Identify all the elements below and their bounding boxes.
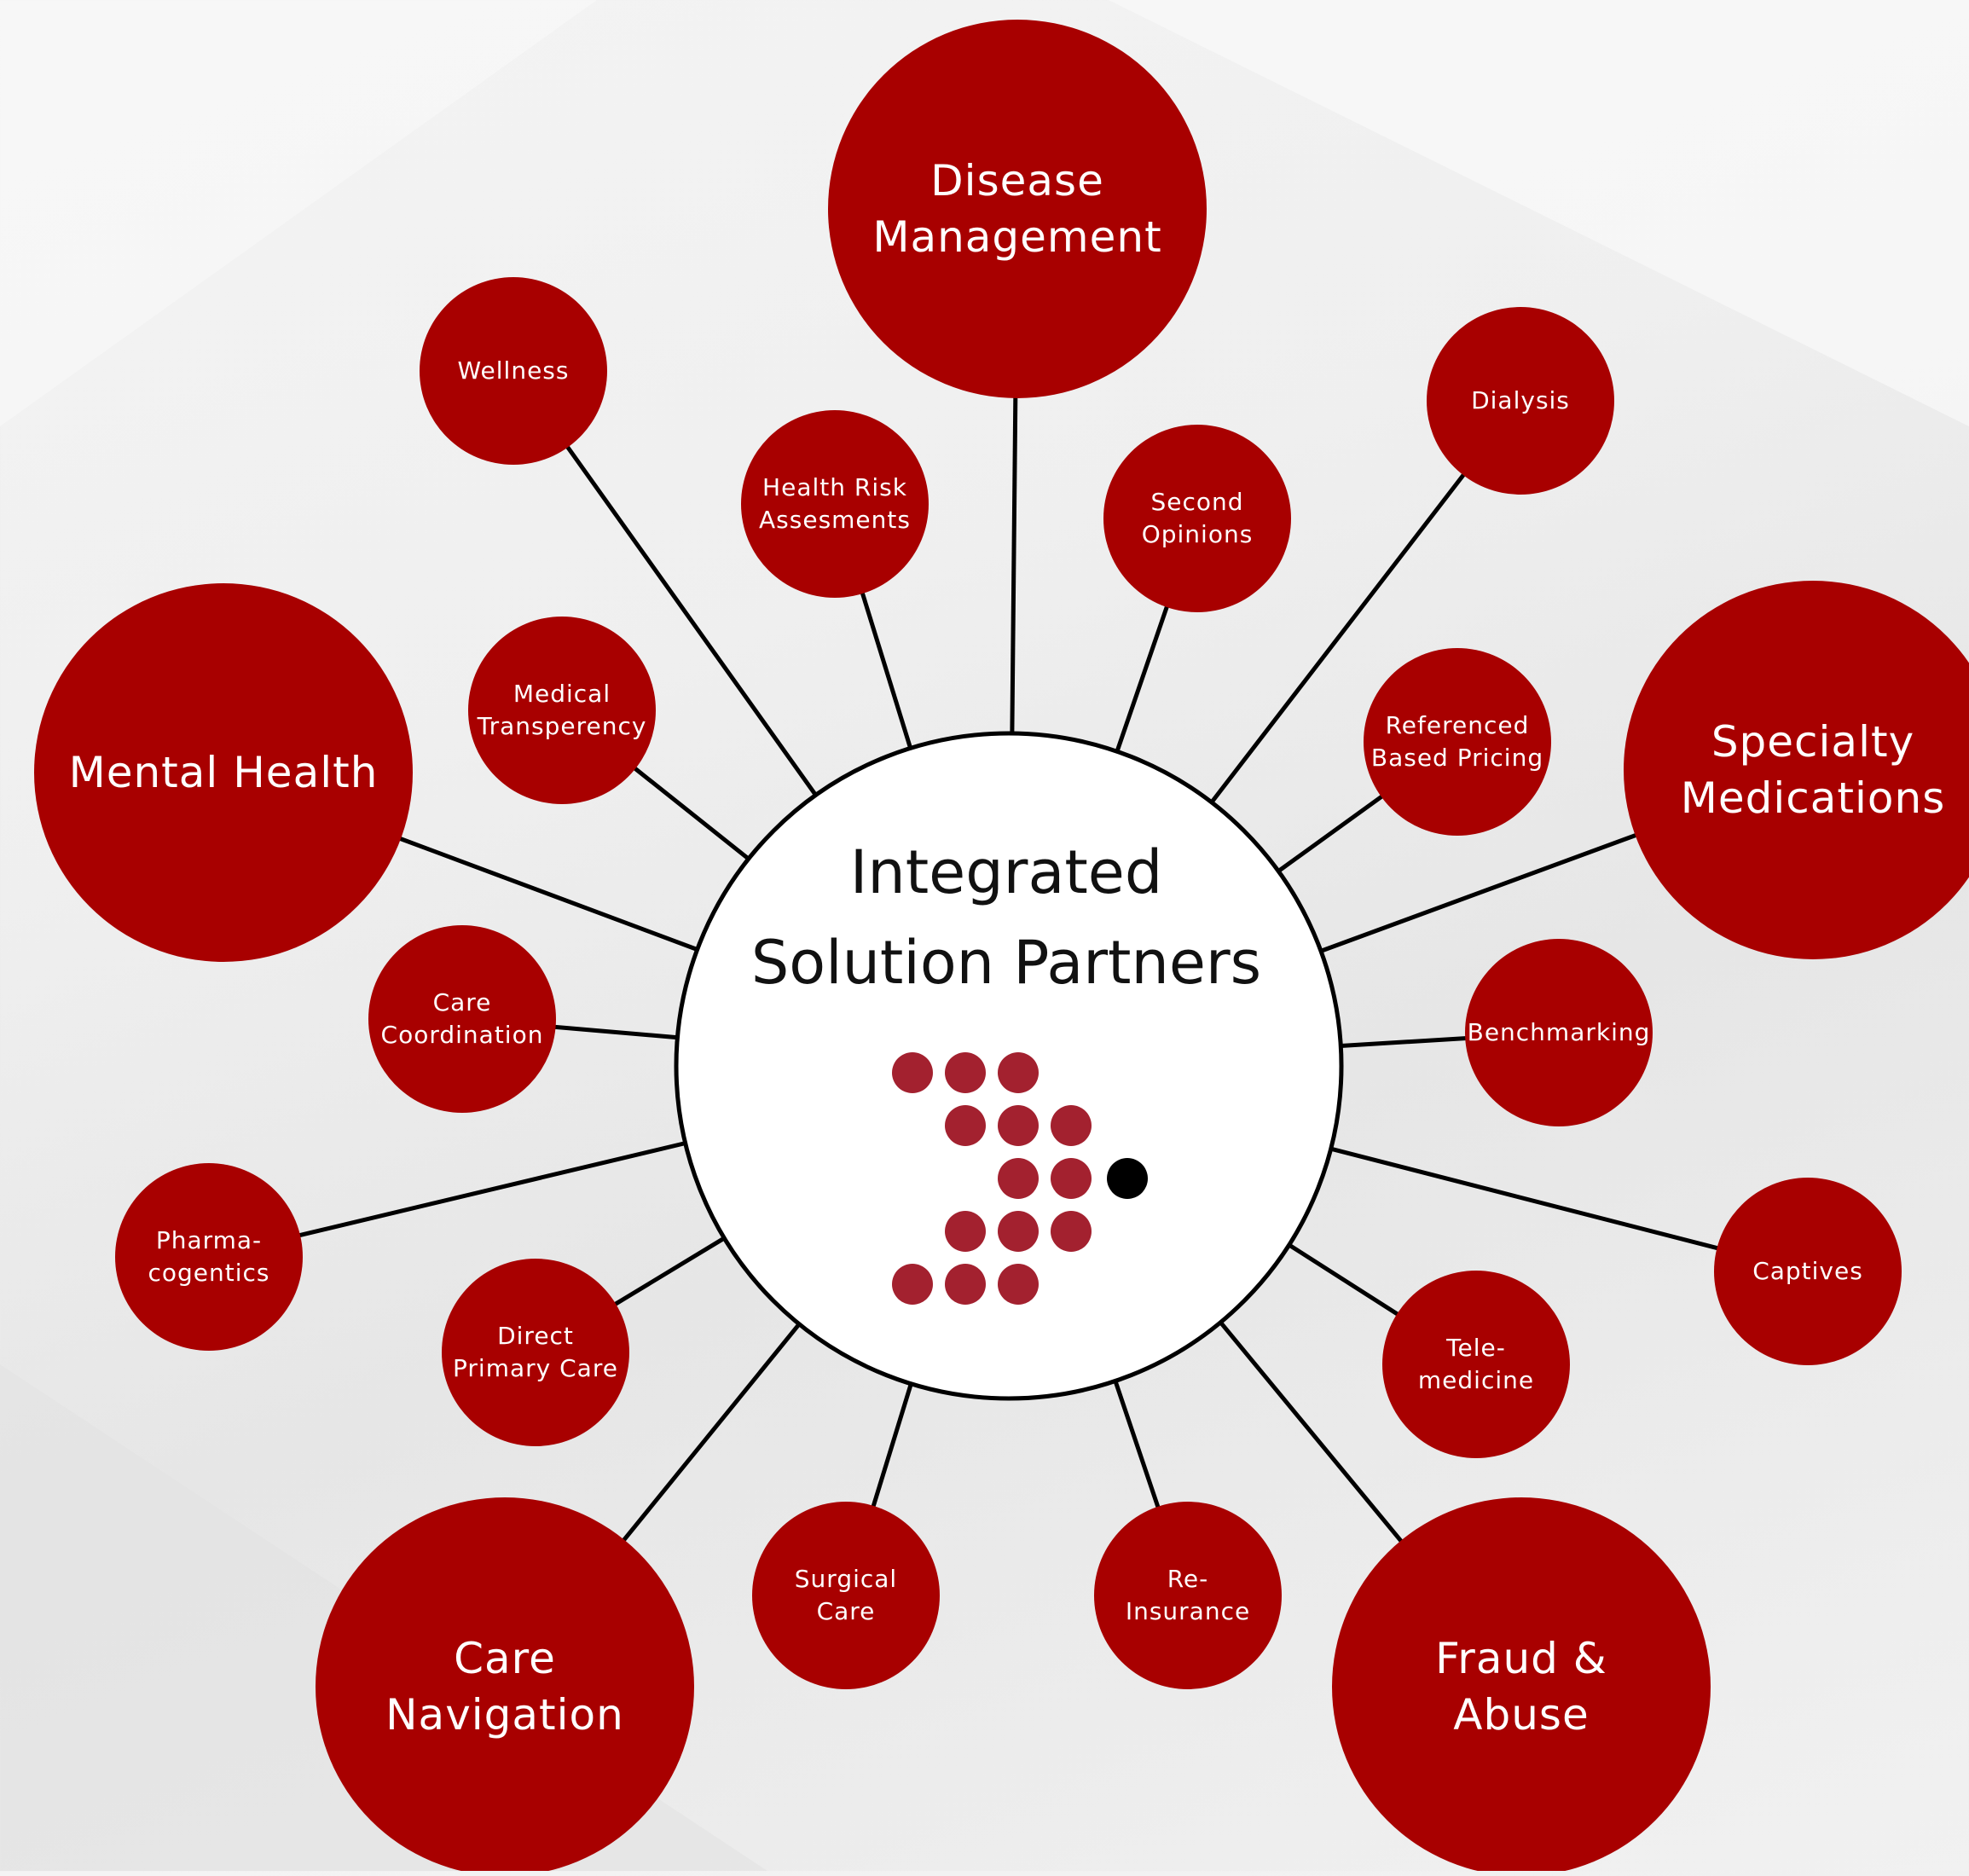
hub-title: Integrated Solution Partners — [674, 827, 1339, 1008]
connector-lines — [298, 396, 1720, 1543]
connector-captives — [1329, 1146, 1720, 1251]
node-label-dialysis: Dialysis — [1471, 386, 1570, 414]
hub-title-line-2: Solution Partners — [750, 928, 1262, 998]
connector-mental-health — [398, 836, 700, 952]
node-label-box-second-opinions: Second Opinions — [1103, 425, 1291, 612]
node-label-box-referenced-based-pricing: Referenced Based Pricing — [1364, 648, 1551, 836]
node-care-coordination — [368, 925, 556, 1113]
node-label-referenced-based-pricing: Referenced Based Pricing — [1370, 711, 1544, 772]
node-label-second-opinions: Second Opinions — [1141, 488, 1254, 548]
node-telemedicine — [1382, 1271, 1570, 1458]
connector-direct-primary-care — [613, 1235, 727, 1307]
node-label-care-coordination: Care Coordination — [380, 988, 544, 1049]
node-label-box-care-coordination: Care Coordination — [368, 925, 556, 1113]
logo-dot — [1051, 1105, 1092, 1146]
connector-reinsurance — [1112, 1378, 1161, 1509]
partner-nodes — [34, 20, 1969, 1871]
node-captives — [1714, 1178, 1902, 1365]
node-label-care-navigation: Care Navigation — [385, 1634, 624, 1740]
node-specialty-medications — [1624, 581, 1969, 959]
node-label-reinsurance: Re- Insurance — [1125, 1565, 1251, 1625]
logo-dot — [998, 1211, 1039, 1252]
logo-dot — [945, 1052, 986, 1093]
node-care-navigation — [316, 1497, 694, 1871]
node-referenced-based-pricing — [1364, 648, 1551, 836]
logo-dot — [892, 1264, 933, 1305]
node-label-specialty-medications: Specialty Medications — [1680, 717, 1946, 823]
logo-dot — [998, 1264, 1039, 1305]
node-pharmacogentics — [115, 1163, 303, 1351]
node-direct-primary-care — [442, 1259, 629, 1446]
dot-arrow-logo — [892, 1052, 1148, 1305]
node-label-telemedicine: Tele- medicine — [1417, 1334, 1535, 1394]
node-dialysis — [1427, 307, 1614, 495]
logo-dot — [1051, 1211, 1092, 1252]
node-label-box-benchmarking: Benchmarking — [1465, 939, 1653, 1126]
logo-dot — [1051, 1158, 1092, 1199]
connector-pharmacogentics — [298, 1140, 688, 1238]
node-label-box-wellness: Wellness — [420, 277, 607, 465]
node-label-wellness: Wellness — [457, 356, 570, 385]
node-mental-health — [34, 583, 413, 962]
node-label-box-captives: Captives — [1714, 1178, 1902, 1365]
connector-fraud-abuse — [1218, 1319, 1404, 1543]
connector-second-opinions — [1114, 605, 1170, 754]
logo-dot — [998, 1105, 1039, 1146]
logo-dot — [892, 1052, 933, 1093]
node-fraud-abuse — [1332, 1497, 1711, 1871]
node-label-box-care-navigation: Care Navigation — [316, 1497, 694, 1876]
hub-title-line-1: Integrated — [849, 837, 1163, 907]
node-label-box-pharmacogentics: Pharma- cogentics — [115, 1163, 303, 1351]
connector-referenced-based-pricing — [1276, 794, 1384, 874]
node-label-fraud-abuse: Fraud & Abuse — [1435, 1634, 1607, 1740]
node-label-surgical-care: Surgical Care — [794, 1565, 898, 1625]
connector-telemedicine — [1286, 1242, 1400, 1317]
node-label-box-fraud-abuse: Fraud & Abuse — [1332, 1497, 1711, 1876]
connector-disease-management — [1010, 396, 1018, 736]
node-label-box-health-risk-assessments: Health Risk Assesments — [741, 410, 929, 598]
node-label-box-reinsurance: Re- Insurance — [1094, 1502, 1282, 1689]
node-label-benchmarking: Benchmarking — [1467, 1018, 1651, 1046]
connector-care-coordination — [553, 1024, 680, 1040]
logo-dot — [998, 1052, 1039, 1093]
node-label-box-mental-health: Mental Health — [34, 583, 413, 962]
node-label-box-medical-transparency: Medical Transperency — [468, 617, 656, 804]
logo-dot — [945, 1211, 986, 1252]
logo-accent-dot — [1107, 1158, 1148, 1199]
node-disease-management — [828, 20, 1207, 398]
node-label-box-surgical-care: Surgical Care — [752, 1502, 940, 1689]
logo-dot — [945, 1105, 986, 1146]
connector-health-risk-assessments — [860, 591, 913, 751]
node-reinsurance — [1094, 1502, 1282, 1689]
connector-surgical-care — [871, 1381, 914, 1508]
node-surgical-care — [752, 1502, 940, 1689]
node-health-risk-assessments — [741, 410, 929, 598]
connector-dialysis — [1208, 472, 1467, 805]
node-label-box-specialty-medications: Specialty Medications — [1624, 581, 1969, 959]
node-label-box-dialysis: Dialysis — [1427, 307, 1614, 495]
logo-dot — [998, 1158, 1039, 1199]
node-second-opinions — [1103, 425, 1291, 612]
connector-specialty-medications — [1318, 832, 1638, 954]
node-medical-transparency — [468, 617, 656, 804]
node-label-health-risk-assessments: Health Risk Assesments — [759, 473, 911, 534]
connector-wellness — [565, 444, 819, 798]
node-label-disease-management: Disease Management — [872, 156, 1162, 262]
node-label-mental-health: Mental Health — [68, 748, 379, 797]
node-label-box-direct-primary-care: Direct Primary Care — [442, 1259, 629, 1446]
node-label-pharmacogentics: Pharma- cogentics — [148, 1226, 270, 1287]
node-wellness — [420, 277, 607, 465]
node-label-captives: Captives — [1752, 1257, 1863, 1285]
connector-benchmarking — [1339, 1036, 1468, 1049]
node-benchmarking — [1465, 939, 1653, 1126]
connector-medical-transparency — [632, 766, 751, 862]
node-label-medical-transparency: Medical Transperency — [477, 680, 647, 740]
connector-care-navigation — [621, 1321, 802, 1543]
logo-dot — [945, 1264, 986, 1305]
node-label-direct-primary-care: Direct Primary Care — [453, 1322, 618, 1382]
node-label-box-disease-management: Disease Management — [828, 20, 1207, 398]
node-label-box-telemedicine: Tele- medicine — [1382, 1271, 1570, 1458]
